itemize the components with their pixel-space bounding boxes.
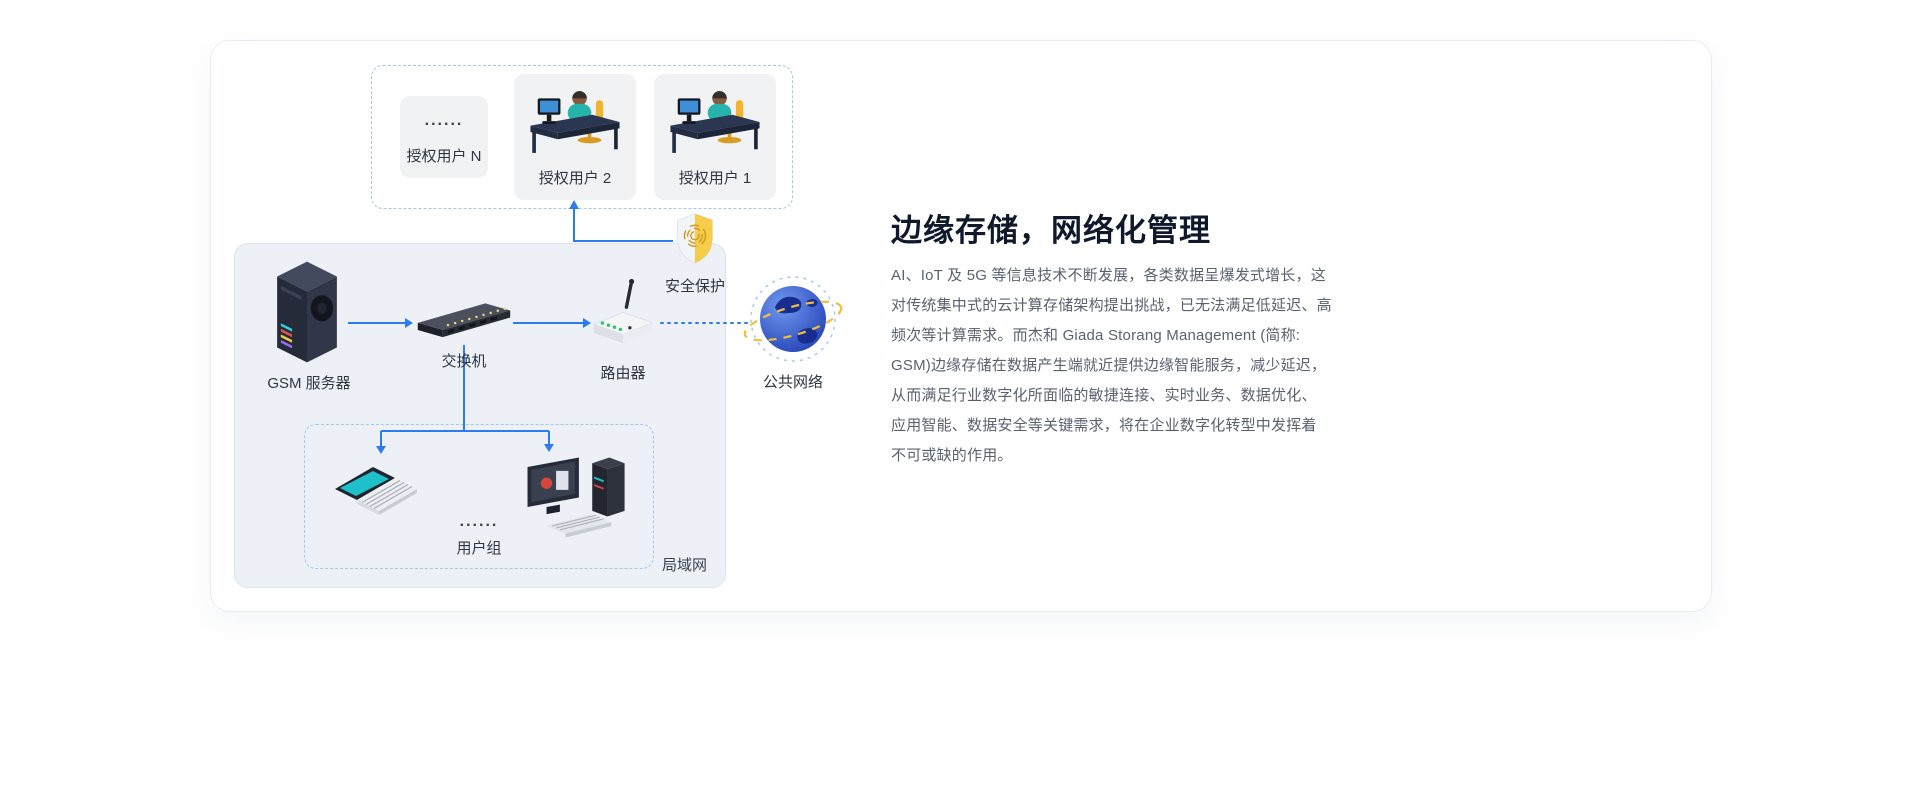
ellipsis-text: ......	[424, 112, 464, 129]
desktop-computer-icon	[518, 448, 636, 547]
ellipsis-text: ......	[459, 513, 499, 530]
user-group-label: 用户组	[456, 540, 502, 557]
page-title: 边缘存储，网络化管理	[891, 213, 1211, 248]
public-network-globe-icon	[741, 273, 845, 369]
lan-label: 局域网	[661, 557, 707, 574]
authorized-user-2-label: 授权用户 2	[538, 170, 612, 187]
switch-icon	[414, 298, 514, 346]
server-label: GSM 服务器	[267, 375, 351, 392]
person-at-desk-icon	[665, 80, 765, 164]
router-icon	[587, 278, 659, 357]
authorized-user-n-box: ...... 授权用户 N	[400, 96, 488, 178]
edge-storage-card: ...... 授权用户 N 授权用户 2 授权用户 1 安全保护 公共网络 GS…	[210, 40, 1712, 612]
authorized-user-1-box: 授权用户 1	[654, 74, 776, 200]
security-label: 安全保护	[664, 278, 725, 295]
authorized-users-group: ...... 授权用户 N 授权用户 2 授权用户 1	[371, 65, 793, 209]
security-shield-icon	[673, 211, 717, 266]
authorized-user-2-box: 授权用户 2	[514, 74, 636, 200]
person-at-desk-icon	[525, 80, 625, 164]
description-paragraph: AI、IoT 及 5G 等信息技术不断发展，各类数据呈爆发式增长，这 对传统集中…	[891, 267, 1332, 464]
switch-label: 交换机	[441, 353, 487, 370]
lan-box: GSM 服务器 交换机 路由器 ...... 用户组 局域网	[234, 243, 726, 588]
gsm-server-icon	[264, 256, 350, 368]
router-label: 路由器	[600, 365, 646, 382]
authorized-user-1-label: 授权用户 1	[678, 170, 752, 187]
authorized-user-n-label: 授权用户 N	[406, 148, 482, 165]
user-group-box: ...... 用户组	[304, 424, 654, 569]
public-network-label: 公共网络	[762, 374, 823, 391]
